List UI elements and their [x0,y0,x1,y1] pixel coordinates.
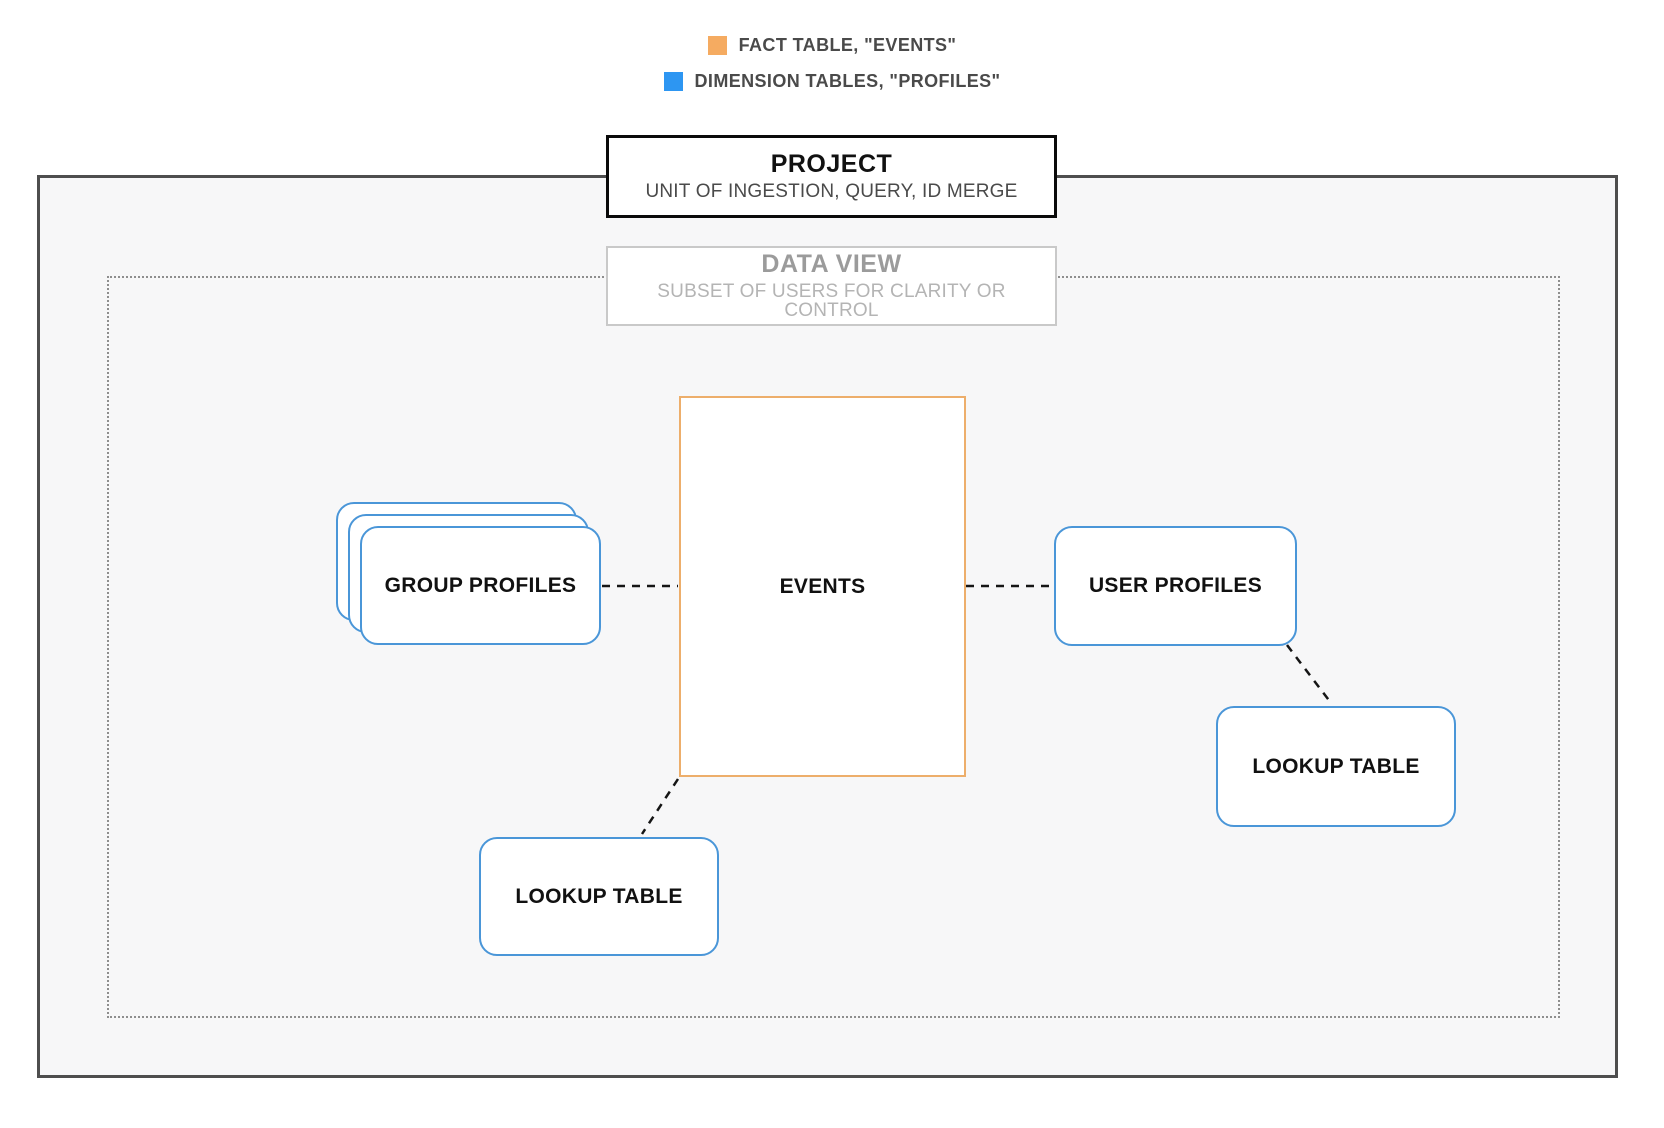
legend-label-dimension-tables: DIMENSION TABLES, "PROFILES" [694,71,1001,91]
project-title: PROJECT [770,150,893,178]
legend-label-fact-table: FACT TABLE, "EVENTS" [738,35,957,55]
node-lookup-table-right-label: LOOKUP TABLE [1252,754,1420,778]
legend-item-dimension-tables: DIMENSION TABLES, "PROFILES" [663,71,1001,92]
node-group-profiles-label: GROUP PROFILES [384,573,577,597]
project-subtitle: UNIT OF INGESTION, QUERY, ID MERGE [645,181,1018,202]
node-group-profiles: GROUP PROFILES [336,502,601,645]
node-lookup-table-right: LOOKUP TABLE [1216,706,1456,827]
node-lookup-table-bottom: LOOKUP TABLE [479,837,719,956]
data-view-subtitle: SUBSET OF USERS FOR CLARITY OR CONTROL [657,281,1006,321]
node-events-label: EVENTS [779,574,866,598]
dimension-tables-swatch-icon [663,72,683,91]
group-profiles-card-front: GROUP PROFILES [360,526,601,645]
node-user-profiles-label: USER PROFILES [1088,574,1263,597]
legend: FACT TABLE, "EVENTS" DIMENSION TABLES, "… [0,35,1664,92]
fact-table-swatch-icon [707,36,727,55]
node-user-profiles: USER PROFILES [1054,526,1297,646]
data-view-title-box: DATA VIEW SUBSET OF USERS FOR CLARITY OR… [606,246,1057,326]
project-title-box: PROJECT UNIT OF INGESTION, QUERY, ID MER… [606,135,1057,218]
node-events: EVENTS [679,396,966,777]
legend-item-fact-table: FACT TABLE, "EVENTS" [707,35,957,56]
node-lookup-table-bottom-label: LOOKUP TABLE [515,884,683,908]
data-view-title: DATA VIEW [761,250,902,278]
